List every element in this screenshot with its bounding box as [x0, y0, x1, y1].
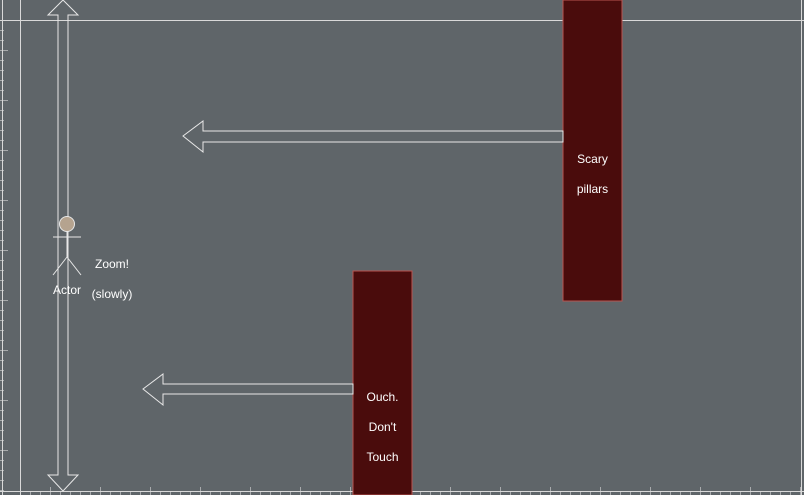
- vertical-double-arrow[interactable]: [46, 0, 80, 492]
- pillar-ouch[interactable]: [352, 270, 413, 495]
- pillar-top-label-line2: pillars: [576, 182, 609, 196]
- actor-head: [59, 216, 75, 232]
- actor-figure[interactable]: [52, 216, 82, 276]
- actor-leg-right: [66, 256, 82, 276]
- left-arrow-top[interactable]: [182, 120, 564, 154]
- pillar-top-label: Scary pillars: [563, 137, 622, 197]
- actor-note-line1: Zoom!: [94, 257, 129, 271]
- actor-note: Zoom! (slowly): [82, 242, 142, 302]
- pillar-bottom-label-line3: Touch: [366, 450, 399, 464]
- pillar-bottom-label-line2: Don't: [368, 420, 397, 434]
- actor-label: Actor: [52, 283, 81, 297]
- pillar-top-label-line1: Scary: [577, 152, 608, 166]
- pillar-bottom-label: Ouch. Don't Touch: [353, 375, 412, 465]
- actor-leg-left: [52, 256, 68, 276]
- pillar-bottom-label-line1: Ouch.: [366, 390, 399, 404]
- left-arrow-bottom[interactable]: [142, 373, 354, 407]
- actor-note-line2: (slowly): [91, 287, 133, 301]
- pillar-scary[interactable]: [562, 0, 623, 302]
